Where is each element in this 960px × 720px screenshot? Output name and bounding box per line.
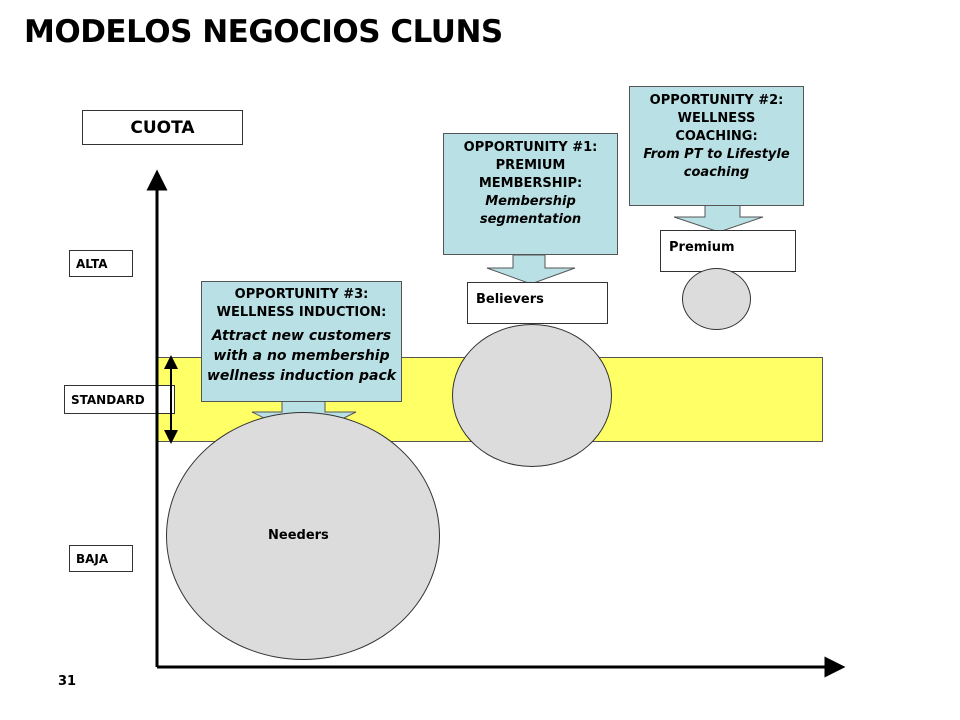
opportunity-1-title: OPPORTUNITY #1: PREMIUM MEMBERSHIP:	[463, 140, 598, 191]
opportunity-3-title: OPPORTUNITY #3: WELLNESS INDUCTION:	[216, 287, 387, 320]
callout-arrow-op1	[486, 254, 576, 285]
believers-label: Believers	[467, 282, 608, 324]
opportunity-3-callout: OPPORTUNITY #3: WELLNESS INDUCTION: Attr…	[201, 281, 402, 402]
level-baja: BAJA	[69, 545, 133, 572]
opportunity-2-title: OPPORTUNITY #2: WELLNESS COACHING:	[649, 93, 784, 144]
needers-label: Needers	[268, 528, 329, 543]
opportunity-1-detail: Membership segmentation	[479, 194, 582, 227]
page-number: 31	[58, 674, 77, 689]
believers-bubble	[452, 324, 612, 467]
needers-bubble	[166, 412, 440, 660]
y-axis-label: CUOTA	[82, 110, 243, 145]
opportunity-2-callout: OPPORTUNITY #2: WELLNESS COACHING: From …	[629, 86, 804, 206]
premium-label: Premium	[660, 230, 796, 272]
callout-arrow-op2	[673, 204, 764, 233]
page-title: MODELOS NEGOCIOS CLUNS	[24, 14, 503, 50]
opportunity-2-detail: From PT to Lifestyle coaching	[643, 147, 790, 180]
opportunity-1-callout: OPPORTUNITY #1: PREMIUM MEMBERSHIP: Memb…	[443, 133, 618, 255]
opportunity-3-detail: Attract new customers with a no membersh…	[206, 328, 397, 384]
level-alta: ALTA	[69, 250, 133, 277]
premium-bubble	[682, 268, 751, 330]
